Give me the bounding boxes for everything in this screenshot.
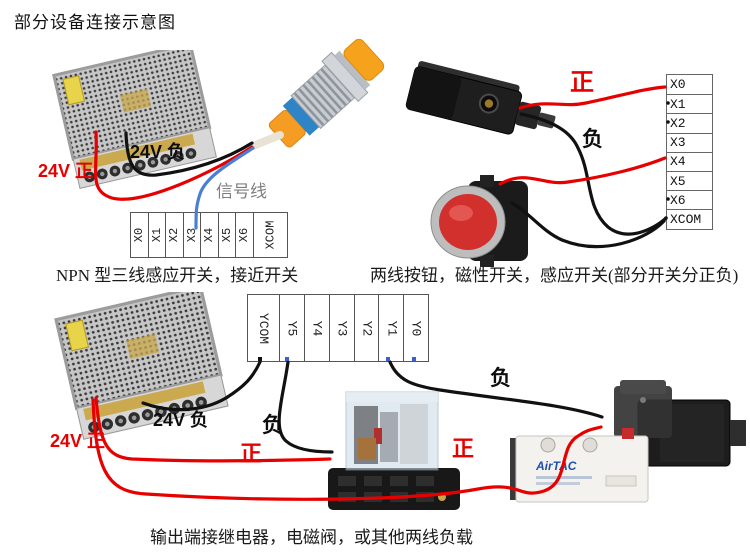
terminal-cell: YCOM [248,295,281,361]
terminal-cell: X1 [667,94,712,113]
label-signal-wire: 信号线 [216,182,267,201]
terminal-cell: XCOM [254,213,287,257]
terminal-cell: Y0 [404,295,428,361]
label-valve-negative: 负 [490,366,511,390]
terminal-cell: X5 [667,170,712,190]
terminal-label: X2 [167,227,182,243]
solenoid-valve-image: AirTAC [510,380,746,503]
terminal-label: X4 [202,227,217,243]
terminal-label: X3 [184,227,199,243]
terminal-label: XCOM [263,220,278,250]
terminal-label: X0 [670,77,686,93]
terminal-cell: X3 [667,132,712,152]
terminal-label: X1 [670,96,686,112]
terminal-label: YCOM [256,312,272,344]
terminal-cell: X5 [219,213,237,257]
caption-npn-section: NPN 型三线感应开关，接近开关 [56,266,299,285]
terminal-label: X3 [670,135,686,151]
terminal-label: X6 [237,227,252,243]
valve-brand-text: AirTAC [535,459,577,473]
terminal-label: Y2 [359,320,375,336]
push-button-image [430,175,528,267]
proximity-sensor-image [268,38,385,148]
terminal-cell: X4 [201,213,219,257]
label-24v-positive: 24V 正 [50,431,106,451]
terminal-cell: Y5 [280,295,306,361]
label-relay-positive: 正 [240,441,263,466]
terminal-cell: X3 [184,213,202,257]
terminal-cell: Y2 [355,295,380,361]
terminal-label: Y4 [309,320,325,336]
terminal-label: X5 [220,227,235,243]
terminal-cell: X1 [149,213,167,257]
terminal-cell: X4 [667,151,712,171]
label-24v-positive: 24V 正 [38,161,94,181]
terminal-label: X0 [132,227,147,243]
caption-output-section: 输出端接继电器，电磁阀，或其他两线负载 [150,528,473,547]
label-relay-negative: 负 [262,413,283,437]
terminal-label: X5 [670,173,686,189]
label-valve-positive: 正 [452,436,475,461]
label-positive: 正 [570,70,594,96]
terminal-label: X2 [670,115,686,131]
terminal-label: Y3 [334,320,350,336]
terminal-label: X1 [149,227,164,243]
output-terminal-strip: YCOM Y5 Y4 Y3 Y2 Y1 Y0 [247,294,429,362]
terminal-label: Y1 [383,320,399,336]
terminal-cell: X6 [667,190,712,209]
page-title: 部分设备连接示意图 [14,13,176,32]
terminal-cell: X6 [236,213,254,257]
label-24v-negative: 24V 负 [130,142,186,162]
terminal-label: XCOM [670,211,702,227]
label-negative: 负 [582,127,603,151]
square-sensor-image [405,61,556,135]
terminal-cell: Y1 [379,295,405,361]
caption-input-section: 两线按钮，磁性开关，感应开关(部分开关分正负) [370,266,739,285]
terminal-label: X6 [670,192,686,208]
terminal-label: Y0 [408,320,424,336]
label-24v-negative: 24V 负 [153,410,209,430]
terminal-label: Y5 [284,320,300,336]
terminal-cell: X0 [667,75,712,94]
terminal-cell: Y4 [305,295,330,361]
terminal-cell: Y3 [330,295,355,361]
terminal-cell: X0 [131,213,149,257]
terminal-cell: X2 [667,113,712,132]
terminal-label: X4 [670,154,686,170]
terminal-cell: X2 [166,213,184,257]
terminal-cell: XCOM [667,209,712,228]
